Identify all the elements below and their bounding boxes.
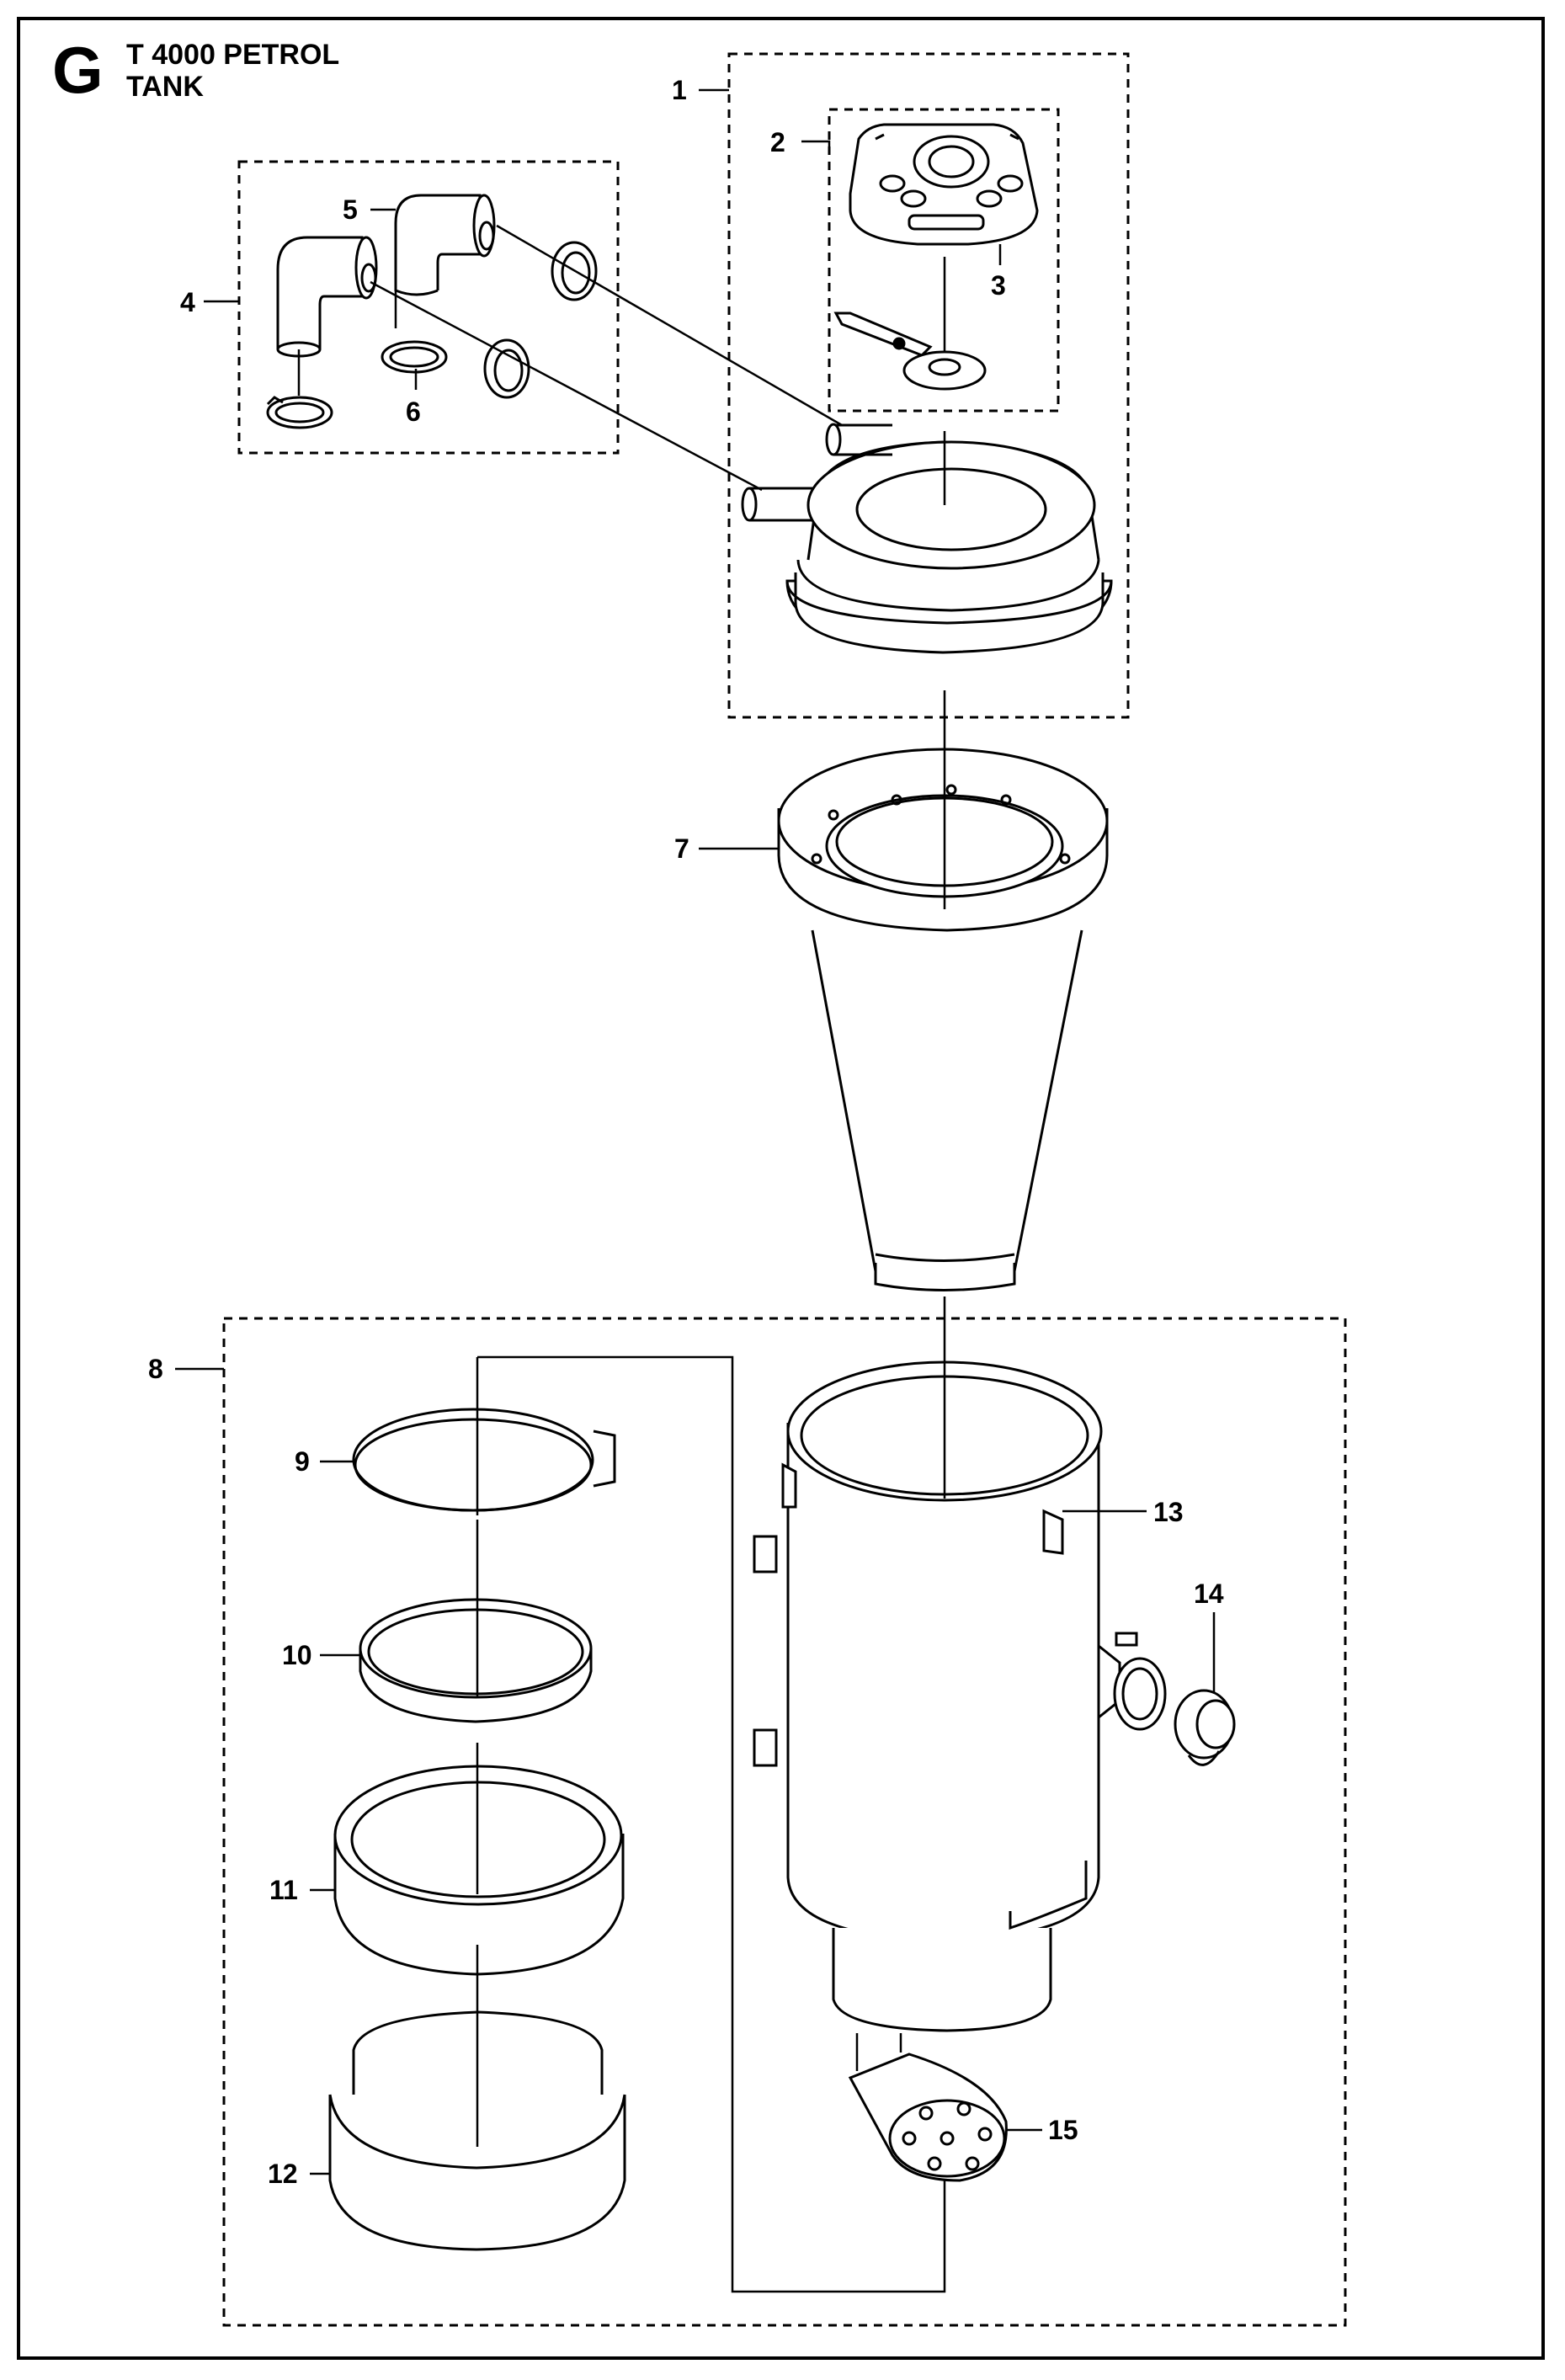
callout-14: 14: [1194, 1579, 1224, 1609]
callout-labels: 1 2 3 4 5 6 7 8 9 10 11 12 13 14 15: [148, 75, 1224, 2189]
callout-3: 3: [991, 270, 1006, 301]
callout-10: 10: [282, 1640, 312, 1670]
elbow-hose-4-part: [276, 236, 378, 358]
assembly-lines: [297, 224, 946, 2293]
model-title: T 4000 PETROL: [126, 39, 340, 71]
hose-clamp-parts: [266, 241, 598, 429]
callout-5: 5: [343, 194, 358, 225]
callout-1: 1: [672, 75, 687, 105]
assembly-box-8: [222, 1317, 1347, 2327]
callout-13: 13: [1153, 1497, 1184, 1527]
assembly-box-4: [237, 160, 620, 455]
callout-15: 15: [1048, 2115, 1078, 2145]
section-letter: G: [52, 33, 104, 107]
leader-lines: [175, 88, 1216, 2175]
ring-11-part: [333, 1765, 625, 1976]
tank-lid-part: [741, 423, 1113, 654]
callout-6: 6: [406, 397, 421, 427]
section-title: TANK: [126, 71, 204, 103]
bottom-flap-part: [848, 2053, 1008, 2182]
elbow-hose-5-part: [394, 194, 496, 296]
callout-9: 9: [295, 1446, 310, 1477]
callout-8: 8: [148, 1354, 163, 1384]
cyclone-cone-part: [777, 748, 1109, 1291]
callout-7: 7: [674, 833, 689, 864]
assembly-box-2: [828, 108, 1060, 413]
assembly-box-1: [727, 52, 1130, 719]
lid-cap-part: [849, 123, 1039, 246]
page-frame: [17, 17, 1545, 2360]
callout-4: 4: [180, 287, 195, 317]
clamp-ring-9-part: [352, 1408, 616, 1512]
callout-2: 2: [770, 127, 785, 157]
side-cap-part: [1113, 1657, 1236, 1766]
callout-12: 12: [268, 2159, 298, 2189]
lever-washer-part: [833, 311, 987, 391]
gasket-ring-10-part: [359, 1598, 593, 1723]
callout-11: 11: [269, 1875, 298, 1905]
